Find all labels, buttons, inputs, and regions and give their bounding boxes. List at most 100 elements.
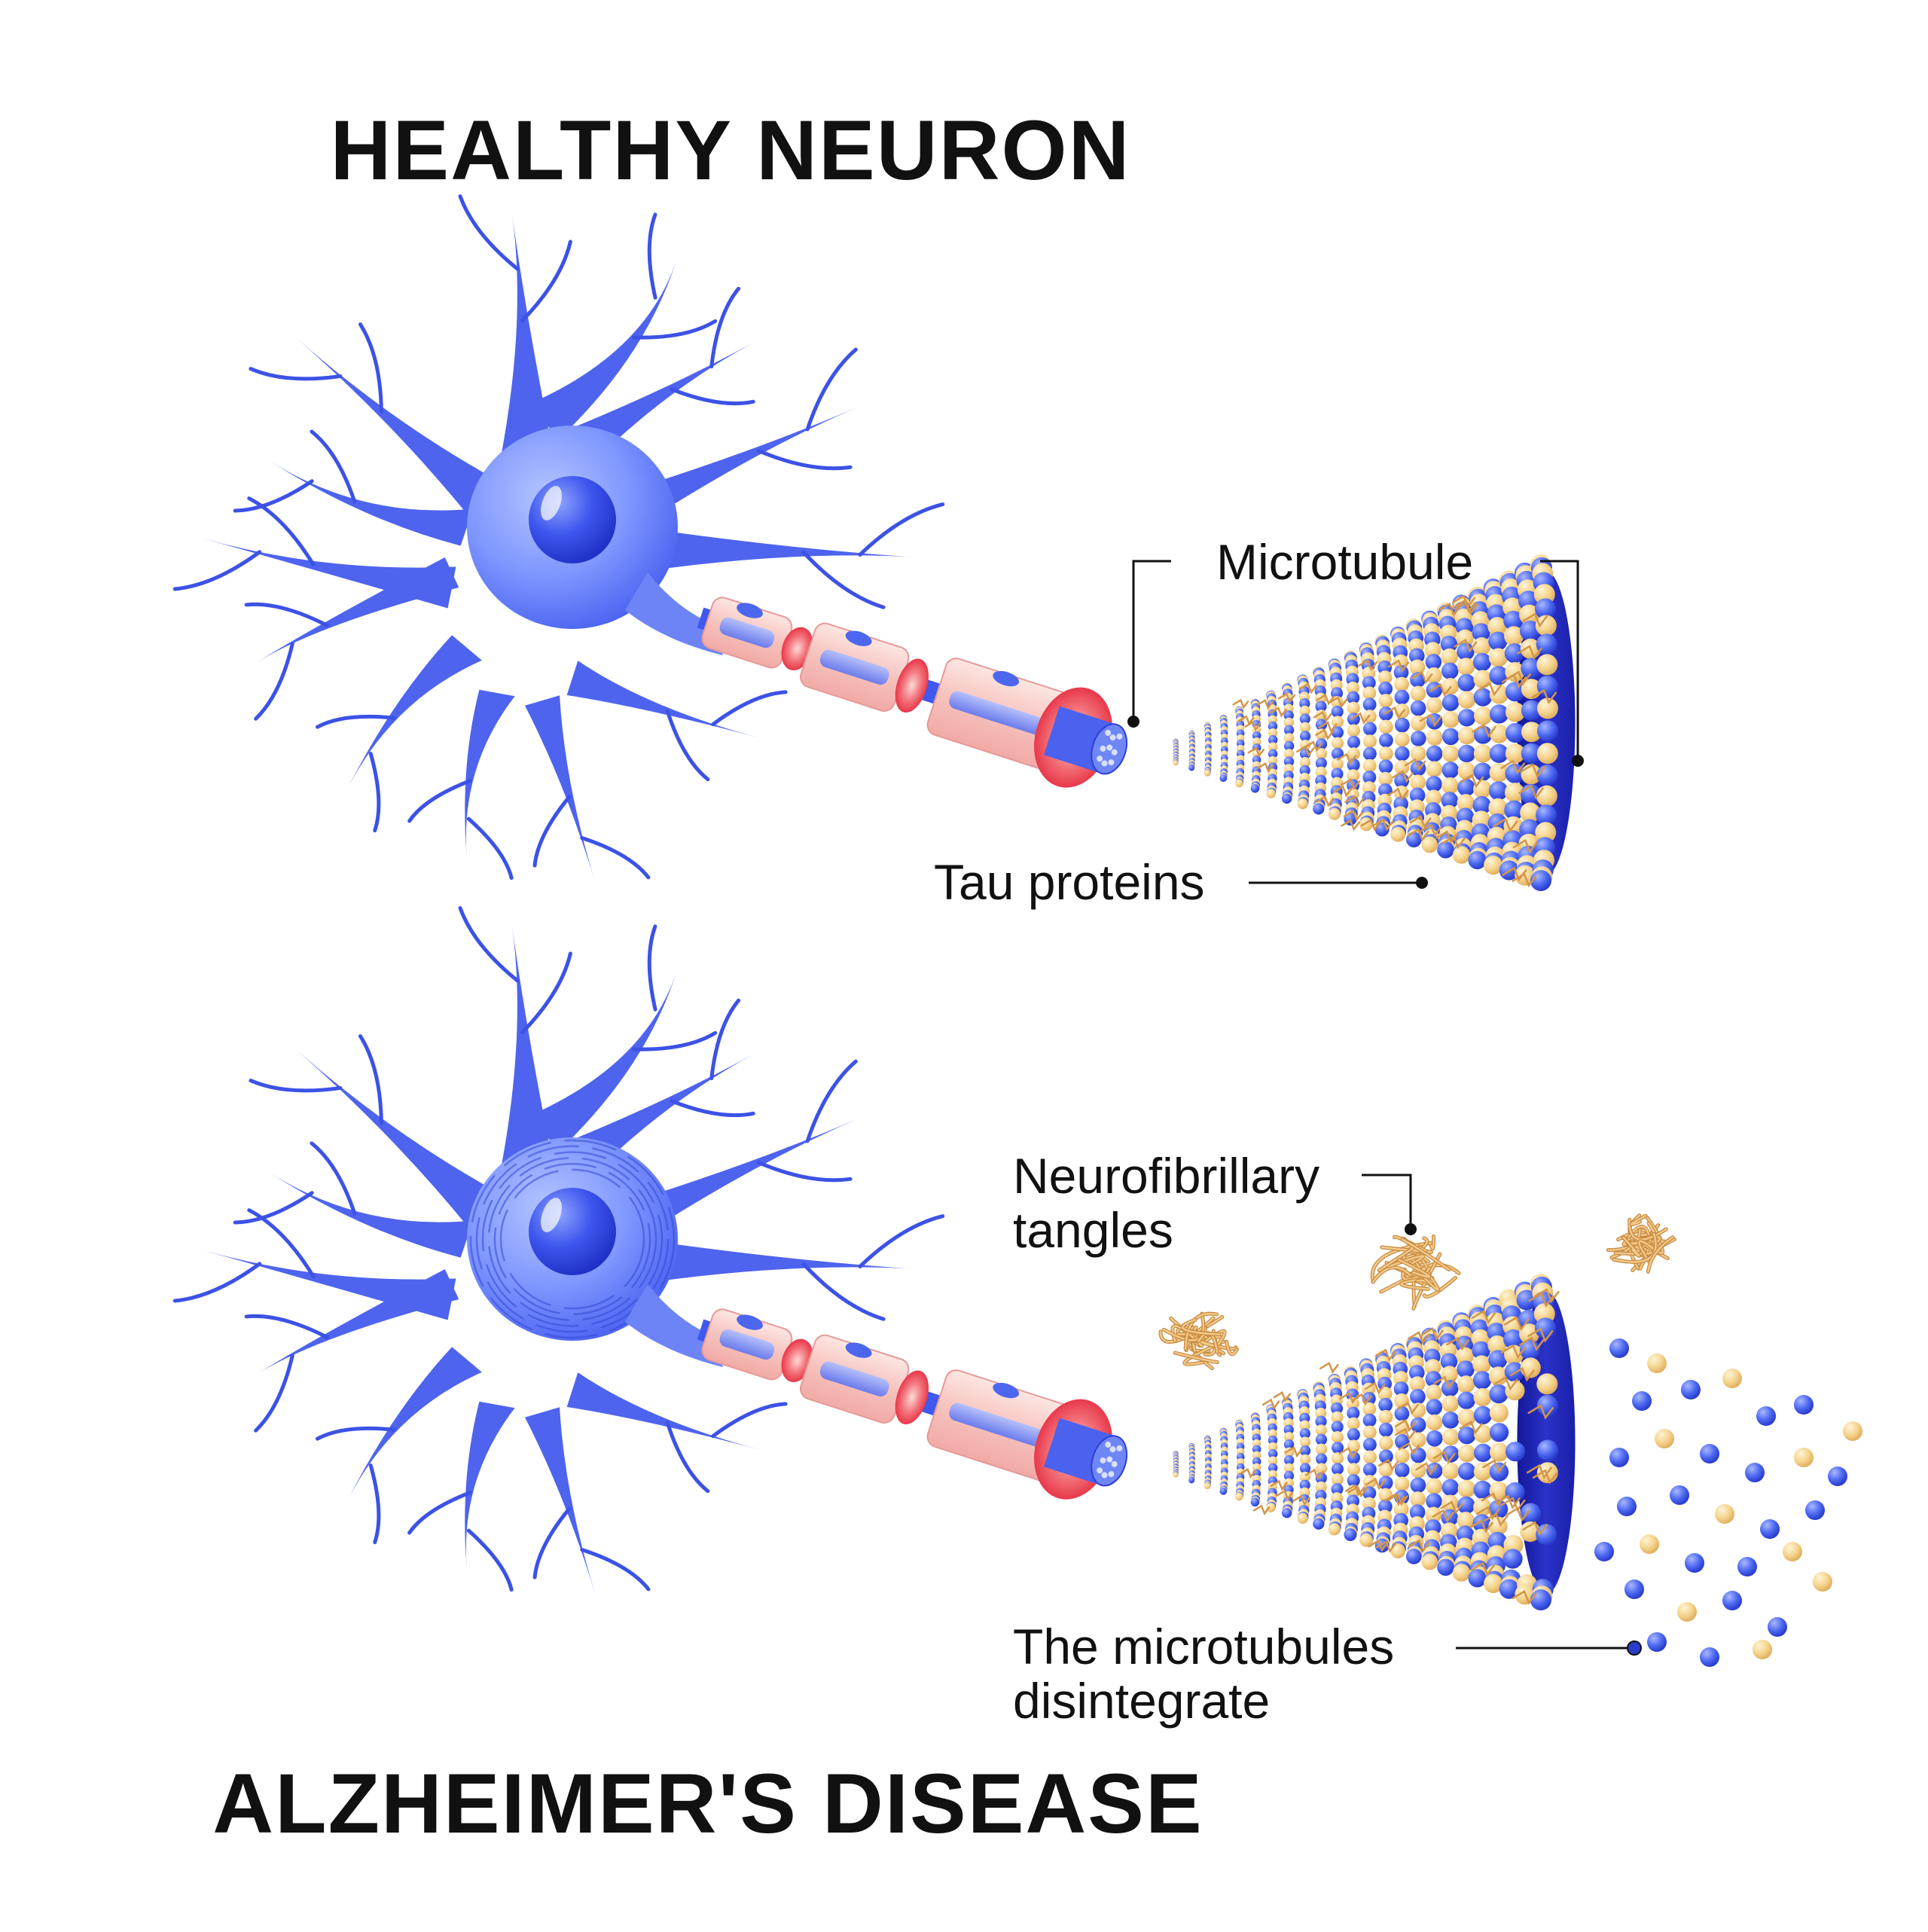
tau-protein: [1387, 1493, 1408, 1506]
alpha-tubulin: [1219, 774, 1228, 782]
alpha-tubulin: [1516, 1290, 1537, 1311]
alpha-tubulin: [1188, 1477, 1195, 1484]
beta-tubulin: [1473, 1497, 1492, 1517]
beta-tubulin: [1362, 781, 1376, 795]
beta-tubulin: [1452, 846, 1471, 864]
schwann-nucleus: [993, 1382, 1020, 1399]
beta-tubulin: [1315, 1463, 1328, 1475]
beta-tubulin: [1410, 715, 1426, 731]
tangle-ring: [493, 1162, 651, 1316]
loose-beta-tubulin: [1783, 1542, 1802, 1561]
beta-tubulin: [1378, 771, 1393, 786]
beta-tubulin: [1377, 670, 1393, 685]
beta-tubulin: [1393, 1502, 1409, 1517]
alpha-tubulin: [1503, 1329, 1524, 1350]
dendrite-branch: [315, 1426, 396, 1441]
tangle-fiber-highlight: [1628, 1219, 1667, 1241]
dendrite-branch: [249, 1079, 343, 1093]
dendrite-branch: [407, 1491, 472, 1535]
alpha-tubulin: [1188, 765, 1195, 771]
alpha-tubulin: [1377, 1499, 1393, 1514]
beta-tubulin: [1315, 748, 1328, 760]
dendrite-branch: [580, 836, 651, 880]
alpha-tubulin: [1394, 689, 1410, 705]
tau-protein: [1440, 1500, 1463, 1515]
alpha-tubulin: [1457, 673, 1475, 692]
loose-beta-tubulin: [1813, 1572, 1832, 1592]
beta-tubulin: [1266, 1503, 1276, 1512]
beta-tubulin: [1487, 1335, 1507, 1355]
beta-tubulin: [1521, 722, 1542, 743]
dendrite-branch: [458, 906, 520, 983]
microtubule-cross-dot: [1101, 1472, 1108, 1479]
beta-tubulin: [1441, 711, 1460, 728]
alpha-tubulin: [1441, 728, 1460, 746]
alpha-tubulin: [1536, 804, 1557, 826]
dendrite: [465, 1401, 515, 1570]
dendrite-branch: [407, 779, 472, 823]
microtubule-cross-dot: [1116, 733, 1123, 740]
beta-tubulin: [1299, 1454, 1311, 1465]
tau-protein: [1296, 745, 1315, 757]
beta-tubulin: [1473, 1424, 1493, 1443]
alpha-tubulin: [1394, 717, 1410, 733]
alpha-tubulin: [1394, 1406, 1410, 1421]
beta-tubulin: [1536, 785, 1557, 807]
label-neurofibrillary-line1: Neurofibrillary: [1013, 1148, 1320, 1204]
loose-alpha-tubulin: [1745, 1463, 1765, 1482]
alpha-tubulin: [1521, 743, 1542, 764]
beta-tubulin: [1347, 1417, 1360, 1430]
tau-protein: [1292, 1494, 1310, 1506]
dendrite: [346, 635, 482, 791]
loose-beta-tubulin: [1640, 1534, 1659, 1554]
tau-protein: [1276, 1489, 1294, 1501]
alpha-tubulin: [1437, 1558, 1454, 1576]
tau-protein: [1475, 1506, 1500, 1521]
beta-tubulin: [1410, 1432, 1426, 1448]
tangle-fiber-highlight: [1380, 1263, 1435, 1293]
tangle-fiber-highlight: [1182, 1319, 1221, 1335]
beta-tubulin: [1424, 1359, 1441, 1375]
beta-tubulin: [1328, 1523, 1341, 1536]
alpha-tubulin: [1457, 778, 1475, 797]
tau-protein: [1522, 612, 1548, 628]
beta-tubulin: [1283, 749, 1295, 759]
beta-tubulin: [1347, 747, 1360, 761]
label-microtubule: Microtubule: [1216, 534, 1474, 590]
tau-protein: [1239, 1467, 1256, 1479]
schwann-nucleus: [845, 1342, 872, 1358]
alpha-tubulin: [1268, 1448, 1278, 1459]
tangle-fiber-highlight: [1612, 1232, 1657, 1263]
beta-tubulin: [1268, 755, 1278, 766]
beta-tubulin: [1457, 726, 1476, 745]
loose-alpha-tubulin: [1685, 1553, 1704, 1573]
dendrite-branch: [254, 642, 294, 721]
tau-protein: [1333, 785, 1353, 798]
disintegrate-dot: [1627, 1641, 1642, 1656]
beta-tubulin: [1299, 722, 1311, 733]
alpha-tubulin: [1473, 1480, 1492, 1500]
microtubule-cross-dot: [1100, 1457, 1106, 1463]
tau-protein: [1384, 1493, 1405, 1506]
tau-protein: [1364, 1381, 1386, 1395]
dendrite-branch: [858, 1214, 945, 1269]
beta-tubulin: [1473, 670, 1492, 688]
beta-tubulin: [1315, 766, 1327, 778]
beta-tubulin: [1378, 719, 1393, 734]
tau-protein: [1527, 1404, 1554, 1420]
tau-protein: [1533, 1288, 1560, 1304]
dendrite-branch: [801, 550, 886, 609]
dendrite-branch: [520, 951, 572, 1035]
beta-tubulin: [1410, 685, 1426, 702]
tau-protein: [1344, 1484, 1365, 1497]
alpha-tubulin: [1457, 1391, 1475, 1410]
alpha-tubulin: [1472, 795, 1491, 815]
beta-tubulin: [1203, 769, 1211, 777]
beta-tubulin: [1299, 1436, 1311, 1448]
alpha-tubulin: [1504, 643, 1524, 664]
tau-protein: [1438, 602, 1461, 616]
beta-tubulin: [1378, 1463, 1393, 1477]
beta-tubulin: [1504, 1344, 1524, 1365]
tangle-fiber-highlight: [1371, 1266, 1411, 1283]
tau-protein: [1360, 818, 1381, 832]
